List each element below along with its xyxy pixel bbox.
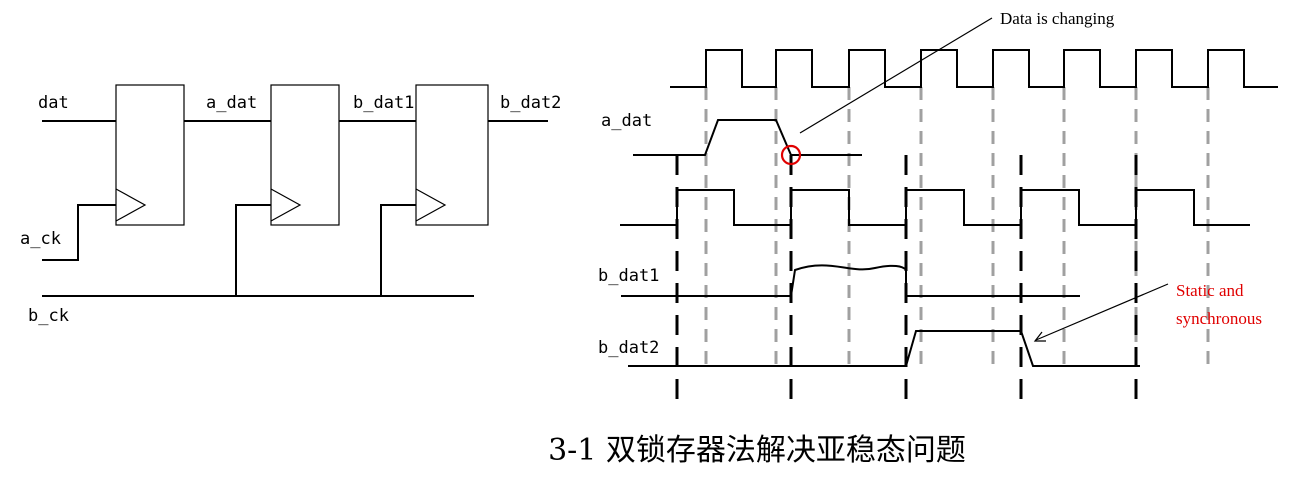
flip-flop-2-clock-triangle [270, 188, 302, 222]
circuit-diagram: dat a_dat b_dat1 b_dat2 a_ck b_ck [20, 84, 561, 326]
waveform-b-dat1 [621, 264, 1080, 297]
waveform-a-dat [633, 119, 862, 156]
waveform-b-dat2 [628, 330, 1140, 367]
label-a-ck: a_ck [20, 229, 61, 249]
annotation-arrow-line [1035, 283, 1169, 341]
timing-diagram: a_dat b_dat1 b_dat2 Data is changing Sta… [598, 9, 1278, 402]
wire-b-ck-to-ff3 [380, 204, 416, 296]
annotation-pointer-line [799, 17, 993, 134]
annotation-static-line2: synchronous [1176, 309, 1262, 328]
wire-a-ck [42, 204, 116, 261]
flip-flop-1 [115, 84, 185, 226]
label-b-dat2: b_dat2 [500, 93, 561, 113]
label-timing-b-dat2: b_dat2 [598, 338, 659, 358]
waveform-a-ck [670, 49, 1278, 88]
a-ck-edge-guides [704, 87, 1210, 372]
flip-flop-3 [415, 84, 489, 226]
flip-flop-1-clock-triangle [115, 188, 147, 222]
wire-b-ck-to-ff2 [235, 204, 271, 296]
label-a-dat: a_dat [206, 93, 257, 113]
flip-flop-3-clock-triangle [415, 188, 447, 222]
annotation-static-line1: Static and [1176, 281, 1244, 300]
label-b-ck: b_ck [28, 306, 69, 326]
flip-flop-2 [270, 84, 340, 226]
metastability-highlight-circle [780, 144, 802, 166]
label-timing-b-dat1: b_dat1 [598, 266, 659, 286]
annotation-data-changing: Data is changing [1000, 9, 1115, 28]
waveform-b-ck [620, 189, 1250, 226]
figure-caption: 3-1 双锁存器法解决亚稳态问题 [548, 433, 966, 468]
label-dat: dat [38, 93, 69, 113]
label-timing-a-dat: a_dat [601, 111, 652, 131]
annotation-arrow-head [1033, 331, 1046, 342]
label-b-dat1: b_dat1 [353, 93, 414, 113]
